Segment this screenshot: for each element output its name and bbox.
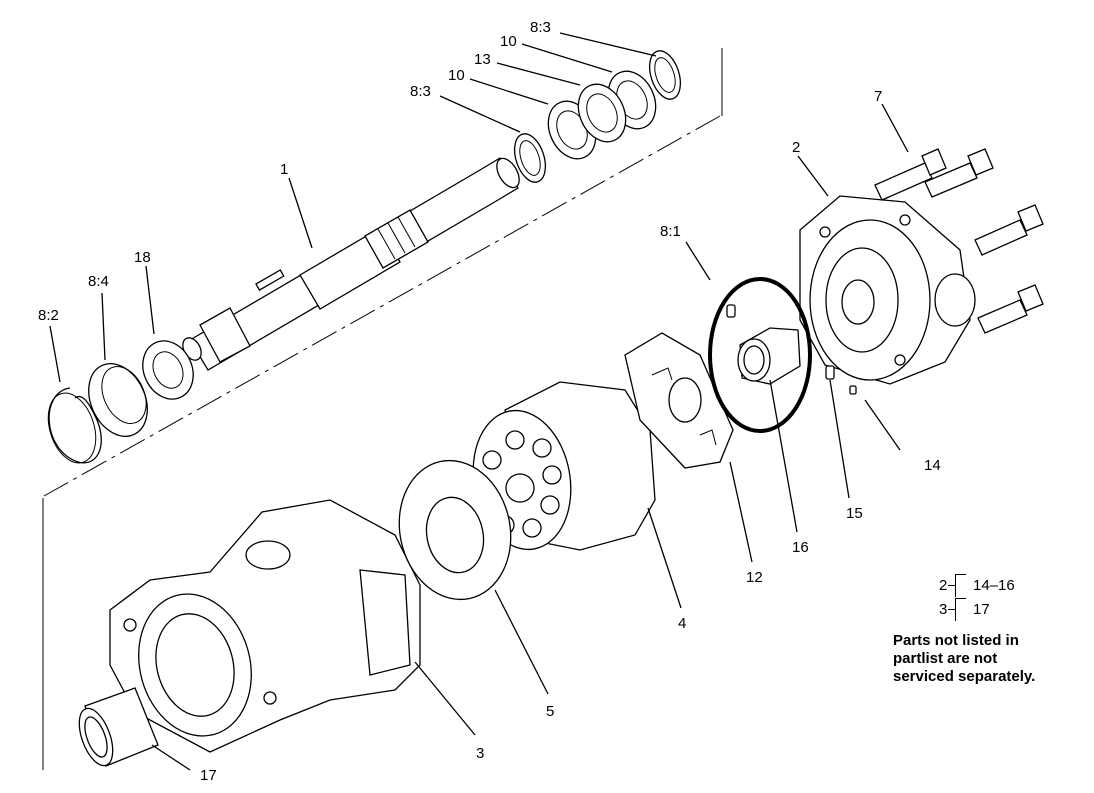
callout-18: 18 [134,249,151,266]
part-3-housing [109,499,421,753]
assembly-axis [42,48,723,770]
callout-3: 3 [476,745,484,762]
callout-4: 4 [678,615,686,632]
part-5-plate [398,459,512,601]
callout-5: 5 [546,703,554,720]
callout-8-3-mid: 8:3 [410,83,431,100]
callout-10-mid: 10 [448,67,465,84]
group-dash [948,609,956,610]
service-note: Parts not listed in partlist are not ser… [893,632,1093,686]
part-8-3-snap-ring-upper [513,50,682,183]
part-8-2-snap-ring [47,387,102,464]
callout-16: 16 [792,539,809,556]
callout-8-3-top: 8:3 [530,19,551,36]
part-14-pin [726,304,857,395]
part-17-bushing [78,687,159,767]
part-12-valve-plate [624,332,734,469]
part-8-1-o-ring [708,277,812,433]
group-children: 17 [973,601,990,618]
group-bracket [955,574,966,597]
callout-8-1: 8:1 [660,223,681,240]
parts-legend: 2 14–16 3 17 Parts not listed in partlis… [893,574,1093,686]
note-line: partlist are not [893,650,998,667]
callout-7: 7 [874,88,882,105]
part-8-4-ring [88,363,148,437]
part-15-pin [825,365,835,380]
group-parent: 3 [939,601,948,618]
callout-8-2: 8:2 [38,307,59,324]
group-bracket [955,598,966,621]
callout-labels: 1 2 7 8:3 10 13 10 8:3 8:1 18 8:4 8:2 14… [38,19,941,784]
part-18-shim [142,340,194,400]
callout-17: 17 [200,767,217,784]
part-16-bearing [737,327,801,385]
group-children: 14–16 [973,577,1015,594]
callout-12: 12 [746,569,763,586]
part-7-bolts [874,148,1044,334]
leader-lines [49,32,909,771]
part-2-end-cover [799,195,976,385]
part-1-shaft [182,157,520,371]
group-row-3: 3 17 [893,598,1093,622]
callout-10-top: 10 [500,33,517,50]
note-line: Parts not listed in [893,632,1019,649]
note-line: serviced separately. [893,668,1036,685]
callout-13: 13 [474,51,491,68]
group-dash [948,585,956,586]
part-13-shim [577,83,627,143]
group-parent: 2 [939,577,948,594]
callout-8-4: 8:4 [88,273,109,290]
callout-2: 2 [792,139,800,156]
callout-14: 14 [924,457,941,474]
group-row-2: 2 14–16 [893,574,1093,598]
callout-15: 15 [846,505,863,522]
callout-1: 1 [280,161,288,178]
